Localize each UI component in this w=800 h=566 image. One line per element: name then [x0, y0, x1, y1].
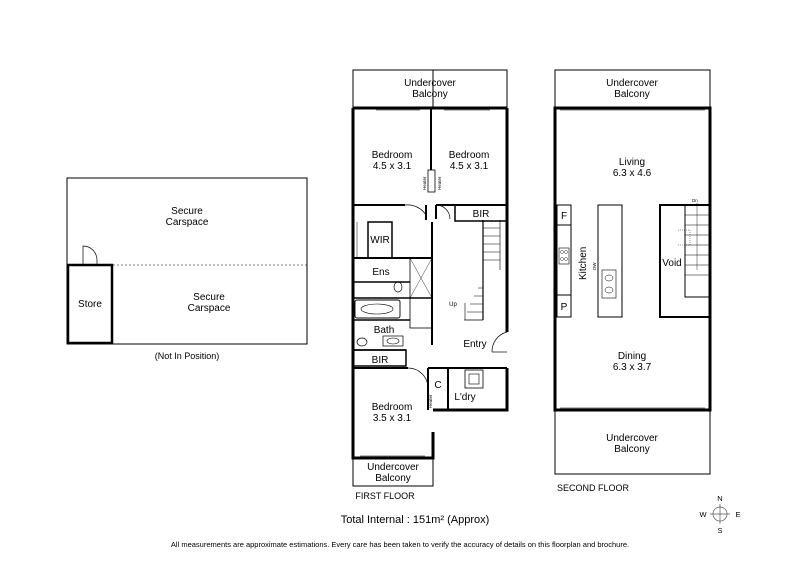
ff-heater-2-label: Heater: [437, 176, 442, 190]
ff-entry-label: Entry: [463, 339, 486, 350]
ff-top-balcony-label-line-2: Balcony: [412, 89, 448, 100]
ff-up-label: Up: [449, 302, 457, 308]
compass-e: E: [735, 510, 740, 519]
sf-top-balcony-label-line-2: Balcony: [614, 89, 650, 100]
sf-pantry-label: P: [561, 302, 568, 313]
ff-bedroom-3-name: Bedroom: [372, 402, 413, 413]
compass-n: N: [717, 494, 722, 503]
carspace-upper-label-line-2: Carspace: [166, 217, 209, 228]
sf-bottom-balcony-label-line-2: Balcony: [614, 444, 650, 455]
sf-void-label: Void: [662, 258, 681, 269]
ff-heater-1-label: Heater: [422, 176, 427, 190]
store-label: Store: [78, 299, 102, 310]
ff-bedroom-3-dims: 3.5 x 3.1: [373, 413, 412, 424]
first-floor-caption: FIRST FLOOR: [355, 491, 415, 501]
ff-bedroom-2-dims: 4.5 x 3.1: [450, 161, 489, 172]
ff-bedroom-2-name: Bedroom: [449, 150, 490, 161]
ff-ens-label: Ens: [372, 267, 389, 278]
compass-w: W: [699, 510, 707, 519]
store-room: [66, 263, 114, 345]
ff-bottom-balcony-label-line-2: Balcony: [375, 473, 411, 484]
ff-bath-label: Bath: [374, 325, 395, 336]
ff-wir-label: WIR: [370, 235, 389, 246]
second-floor-caption: SECOND FLOOR: [557, 483, 630, 493]
sf-dining-dims: 6.3 x 3.7: [613, 362, 652, 373]
disclaimer: All measurements are approximate estimat…: [171, 540, 629, 549]
first-floor-stairs: [464, 220, 501, 321]
sf-dishwasher-label: DW: [592, 262, 597, 270]
sf-fridge-label: F: [561, 211, 567, 222]
kitchen-island: [597, 204, 623, 318]
ff-bedroom-1-dims: 4.5 x 3.1: [373, 161, 412, 172]
sf-living-dims: 6.3 x 4.6: [613, 168, 652, 179]
ff-bedroom-1-name: Bedroom: [372, 150, 413, 161]
compass-icon: N S E W: [699, 494, 740, 535]
sf-living-name: Living: [619, 157, 645, 168]
ff-cupboard-label: C: [434, 380, 441, 391]
carspace-lower-label-line-2: Carspace: [188, 303, 231, 314]
not-in-position-note: (Not In Position): [155, 351, 220, 361]
ff-heater-3-label: Heater: [428, 394, 433, 408]
ff-bir-1-label: BIR: [473, 209, 490, 220]
sf-dining-name: Dining: [618, 351, 646, 362]
ff-laundry-label: L'dry: [454, 392, 475, 403]
total-internal: Total Internal : 151m² (Approx): [341, 514, 490, 526]
ff-bir-2-label: BIR: [372, 355, 389, 366]
sf-down-label: Dn: [692, 198, 698, 203]
sf-kitchen-label: Kitchen: [578, 247, 589, 280]
compass-s: S: [717, 526, 722, 535]
